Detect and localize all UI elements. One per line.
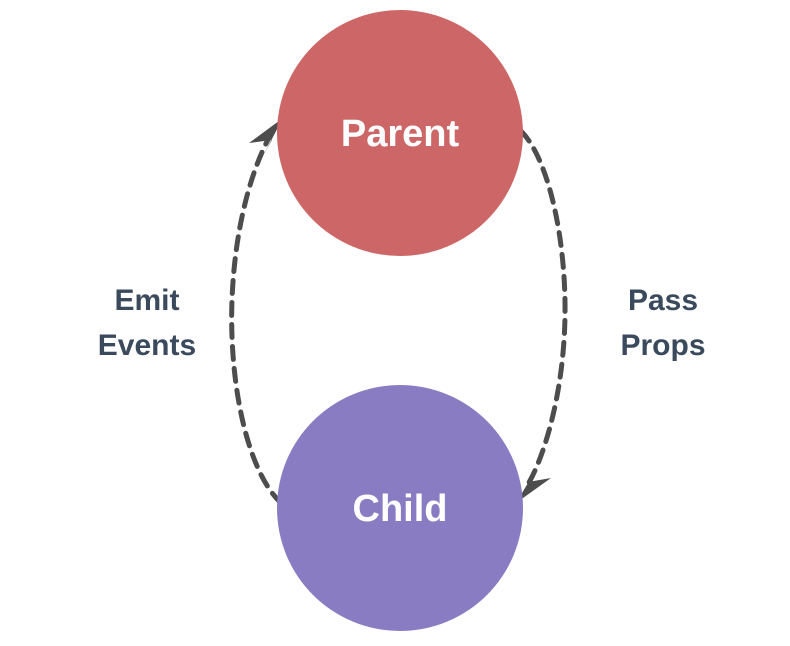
node-child[interactable]: Child — [277, 385, 523, 631]
edge-label-emit-line1: Emit — [114, 284, 179, 317]
edge-label-emit-line2: Events — [98, 329, 196, 362]
edge-label-emit-events: Emit Events — [98, 284, 196, 362]
edge-emit-events-arrowhead — [249, 118, 283, 154]
edge-pass-props — [516, 128, 568, 503]
node-child-label: Child — [353, 488, 448, 530]
node-parent-circle[interactable] — [277, 10, 523, 256]
edge-emit-events-path — [229, 131, 284, 506]
node-child-circle[interactable] — [277, 385, 523, 631]
edge-label-pass-line1: Pass — [628, 284, 698, 317]
edge-pass-props-path — [518, 128, 568, 489]
edge-pass-props-arrowhead — [516, 468, 551, 503]
edge-label-pass-props: Pass Props — [620, 284, 705, 362]
edge-emit-events — [229, 118, 284, 506]
node-parent[interactable]: Parent — [277, 10, 523, 256]
edge-label-pass-line2: Props — [620, 329, 705, 362]
node-parent-label: Parent — [341, 113, 460, 155]
